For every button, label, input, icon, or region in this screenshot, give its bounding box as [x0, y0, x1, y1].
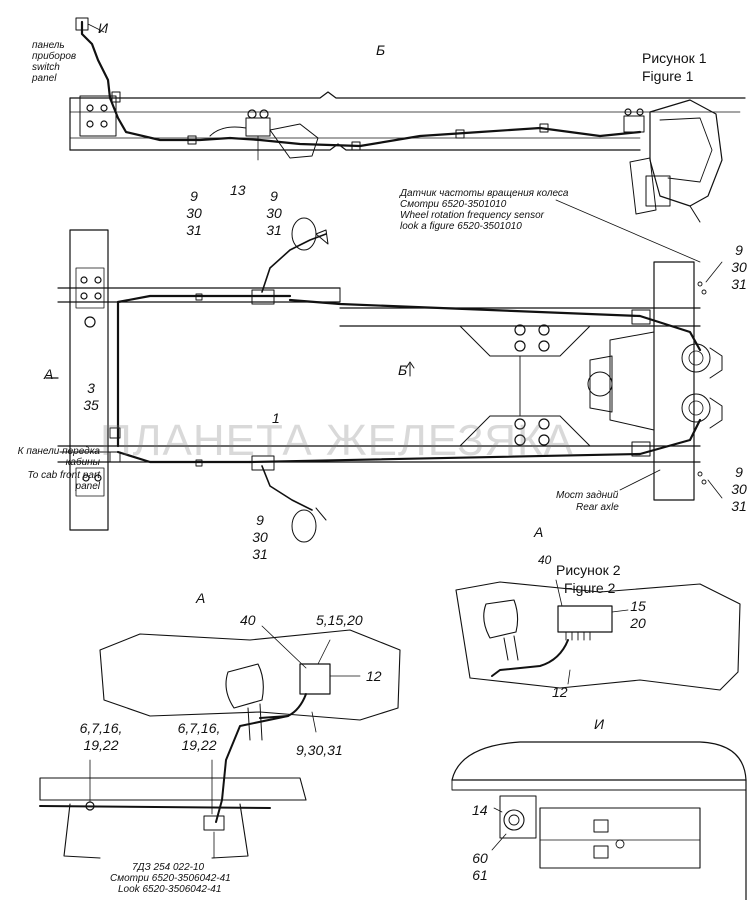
view-letter-i-bottom: И [594, 716, 605, 732]
view-letter-a-bottom: А [196, 590, 206, 606]
valve-ref-en: Look 6520-3506042-41 [118, 884, 222, 895]
callout-9-30-31-left: 9 30 31 [186, 188, 202, 238]
cab-panel-en-1: To cab front part [27, 470, 100, 481]
figure-1-label-ru: Рисунок 1 [642, 50, 707, 66]
sensor-label-ru-1: Датчик частоты вращения колеса [400, 188, 569, 199]
detail-callout-5-15-20: 5,15,20 [316, 612, 363, 628]
detail-part-40: 40 [240, 612, 256, 628]
detail-a [39, 625, 401, 859]
callout-3-35: 3 35 [83, 380, 99, 413]
view-letter-a-right: А [534, 524, 544, 540]
callout-9-30-31-right-top: 9 30 31 [731, 242, 747, 292]
figure-2-label-en: Figure 2 [564, 580, 616, 596]
detail-callout-6-7-16-right: 6,7,16, 19,22 [177, 720, 221, 753]
figure-1-label-en: Figure 1 [642, 68, 694, 84]
sensor-label-en-2: look a figure 6520-3501010 [400, 221, 522, 232]
callout-9-30-31-center: 9 30 31 [266, 188, 282, 238]
plan-frame-view [45, 199, 723, 543]
rear-axle-ru: Мост задний [556, 490, 619, 501]
detail-part-12: 12 [366, 668, 382, 684]
switch-panel-en-2: panel [32, 73, 57, 84]
figure-2-part-12: 12 [552, 684, 568, 700]
section-letter-b-top: Б [376, 42, 386, 58]
figure-2-part-40: 40 [538, 553, 552, 567]
sensor-label-ru-2: Смотри 6520-3501010 [400, 199, 507, 210]
switch-panel-ru-2: приборов [32, 51, 77, 62]
cab-panel-en-2: panel [75, 481, 100, 492]
detail-callout-9-30-31: 9,30,31 [296, 742, 343, 758]
sensor-label-en-1: Wheel rotation frequency sensor [400, 210, 544, 221]
figure-2-label-ru: Рисунок 2 [556, 562, 621, 578]
view-letter-i: И [98, 20, 109, 36]
detail-callout-6-7-16-left: 6,7,16, 19,22 [79, 720, 123, 753]
valve-ref-ru: Смотри 6520-3506042-41 [110, 873, 231, 884]
view-i-part-14: 14 [472, 802, 488, 818]
callout-9-30-31-right-bottom: 9 30 31 [731, 464, 747, 514]
top-frame-view [69, 17, 746, 223]
figure-2-detail [455, 579, 741, 691]
view-i-detail [451, 741, 747, 900]
part-13-label: 13 [230, 182, 246, 198]
cab-panel-ru-2: кабины [65, 457, 100, 468]
valve-code: 7ДЗ 254 022-10 [132, 862, 205, 873]
part-1-label: 1 [272, 410, 280, 426]
rear-axle-en: Rear axle [576, 502, 619, 513]
figure-2-callout-15-20: 15 20 [630, 598, 646, 631]
view-letter-a-left: А [44, 366, 54, 382]
switch-panel-ru-1: панель [32, 40, 65, 51]
switch-panel-en-1: switch [32, 62, 60, 73]
callout-9-30-31-bottom: 9 30 31 [252, 512, 268, 562]
cab-panel-ru-1: К панели передка [17, 446, 100, 457]
section-letter-b-mid: Б [398, 362, 408, 378]
view-i-callout-60-61: 60 61 [472, 850, 488, 883]
